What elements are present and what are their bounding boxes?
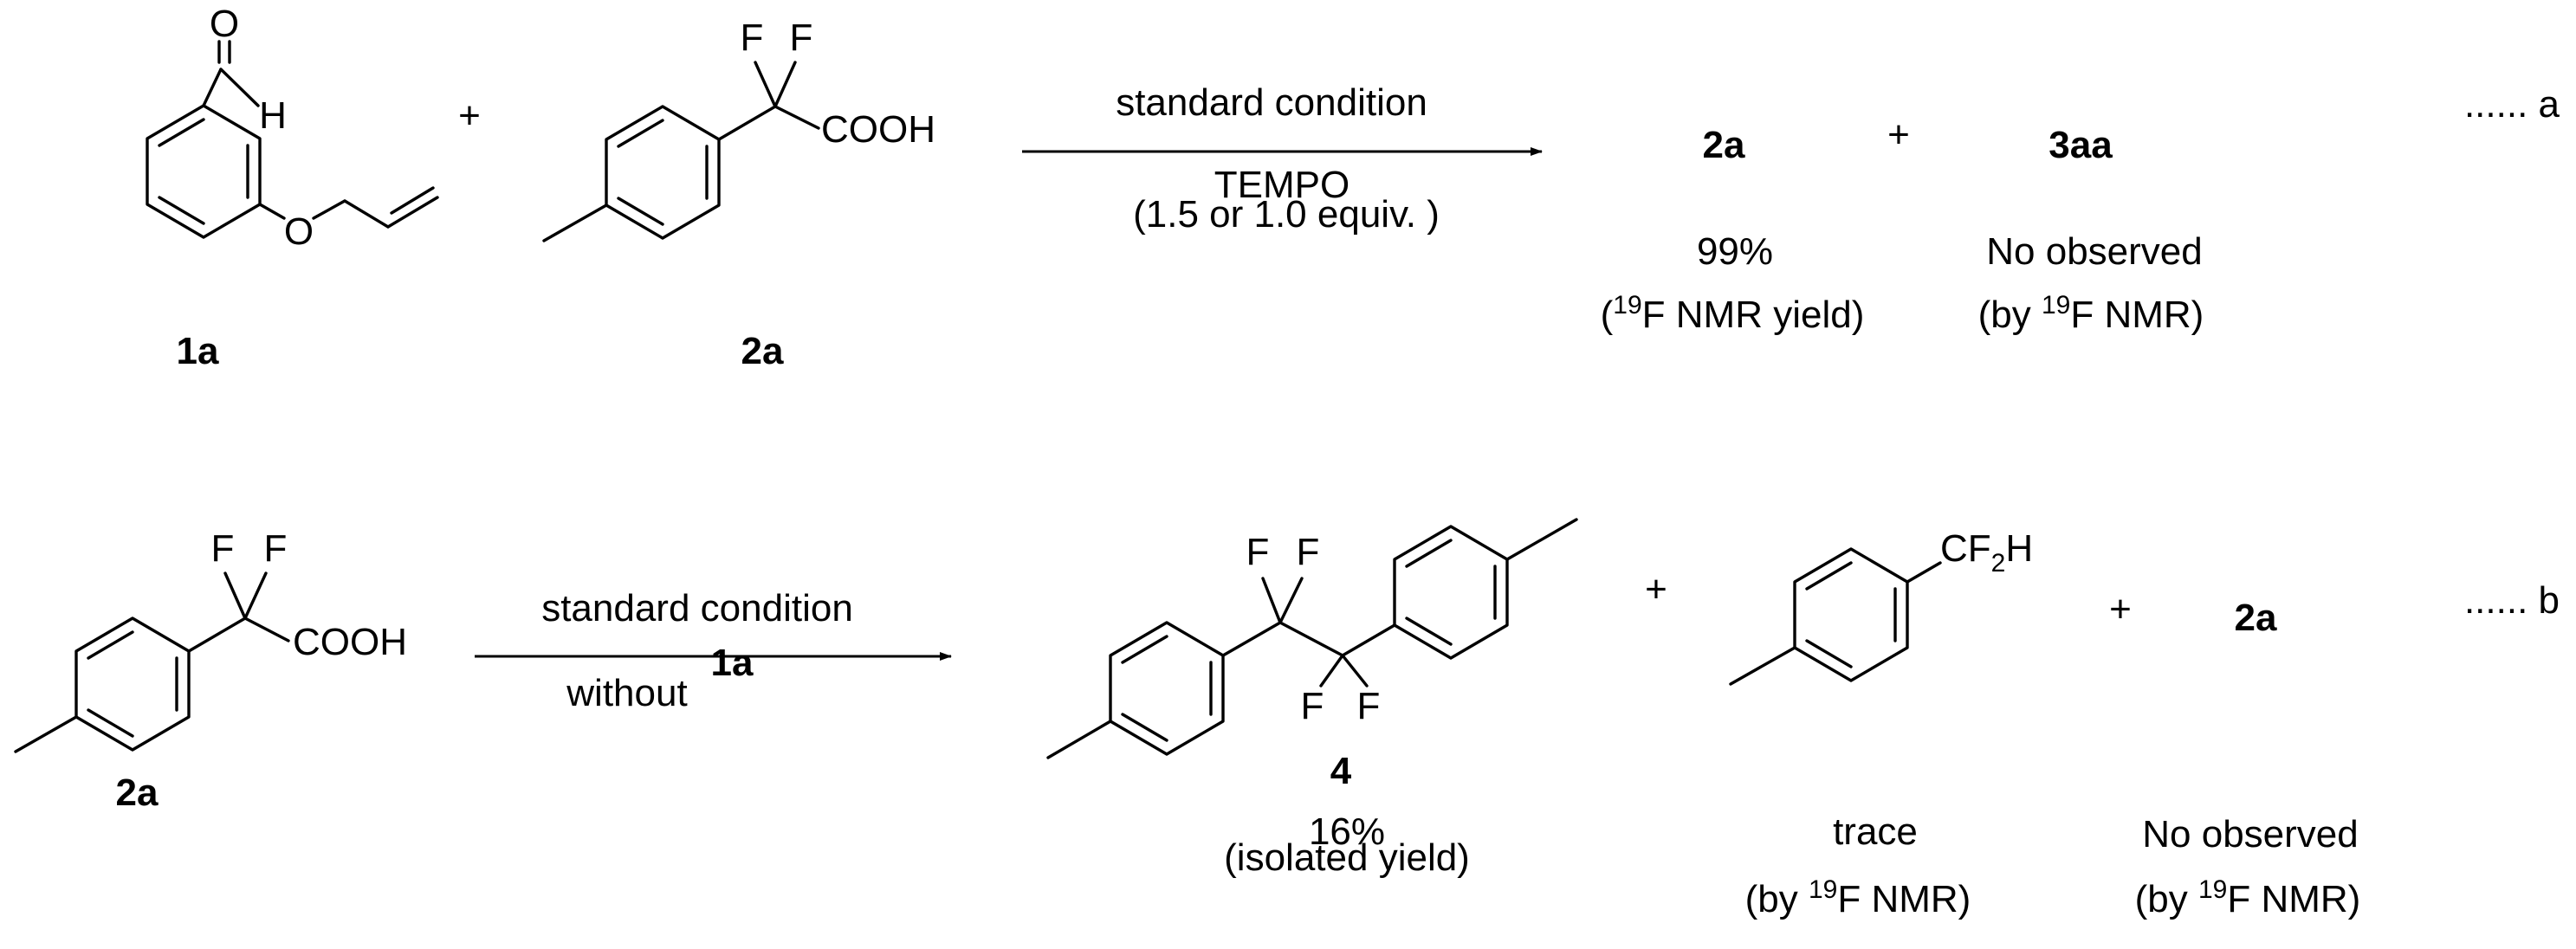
fluorine-atom: F <box>1301 685 1324 727</box>
aromatic-bond <box>1405 539 1453 568</box>
structure-2a: F F COOH 2a <box>14 527 407 814</box>
reaction-b: F F COOH 2a standard condition without 1… <box>14 518 2560 920</box>
product-label-3aa: 3aa <box>2049 124 2113 166</box>
compound-label-1a: 1a <box>177 330 219 372</box>
cf2-cf2-bond <box>1278 621 1344 657</box>
fluorine-atom: F <box>1246 531 1270 573</box>
benzene-ring-1a <box>146 104 262 239</box>
benzene-ring-cf2h <box>1793 547 1909 682</box>
yield-note-4: (isolated yield) <box>1224 836 1470 879</box>
methyl-bond <box>1505 518 1578 561</box>
reaction-a: O H O 1a + F F COOH 2a <box>146 3 2560 372</box>
aromatic-bond <box>1121 713 1168 742</box>
aromatic-bond <box>617 119 664 148</box>
product-label-2a: 2a <box>1703 124 1745 166</box>
carbonyl-oxygen: O <box>210 3 239 45</box>
carboxyl-group: COOH <box>293 621 407 663</box>
aromatic-bond <box>158 196 205 225</box>
c-f-bond <box>1278 577 1304 624</box>
c-f-bond <box>754 61 777 108</box>
compound-label-2a: 2a <box>741 330 784 372</box>
condition-equiv-a: (1.5 or 1.0 equiv. ) <box>1133 193 1440 236</box>
aldehyde-bond <box>202 68 223 107</box>
plus-sign: + <box>1887 113 1910 156</box>
benzene-ring-2a <box>605 105 721 240</box>
methyl-bond <box>542 203 608 242</box>
fluorine-atom: F <box>741 16 764 59</box>
c-f-bond <box>1319 654 1344 688</box>
methyl-bond <box>1046 720 1112 759</box>
aryl-cf2-bond <box>1221 621 1282 657</box>
fluorine-atom: F <box>1297 531 1320 573</box>
methyl-bond <box>1729 646 1796 686</box>
condition-1a-b: 1a <box>711 642 754 684</box>
yield-note-2a: (19F NMR yield) <box>1601 291 1865 336</box>
aromatic-bond <box>1121 635 1168 664</box>
result-cf2h: trace <box>1833 810 1918 853</box>
c-cooh-bond <box>773 105 820 130</box>
c-f-bond <box>773 61 797 108</box>
aromatic-bond <box>87 708 134 738</box>
structure-2a: F F COOH 2a <box>542 16 935 372</box>
plus-sign: + <box>1645 568 1667 610</box>
aromatic-bond <box>1805 639 1853 668</box>
product-label-4: 4 <box>1330 750 1352 792</box>
aryl-cf2-bond <box>187 617 247 653</box>
c-f-bond <box>1341 654 1369 688</box>
structure-1a: O H O 1a <box>146 3 439 372</box>
methyl-bond <box>14 715 78 753</box>
condition-above-a: standard condition <box>1116 81 1427 124</box>
benzene-ring-4-right <box>1393 525 1509 660</box>
result-note-3aa: (by 19F NMR) <box>1978 291 2204 336</box>
fluorine-atom: F <box>211 527 235 570</box>
result-3aa: No observed <box>1986 230 2202 273</box>
aryl-cf2-bond <box>1341 623 1396 657</box>
aromatic-bond <box>87 630 134 660</box>
aryl-cf2-bond <box>717 105 777 141</box>
benzene-ring-2a <box>74 617 191 752</box>
aryl-cf2h-bond <box>1906 561 1942 584</box>
aldehyde-hydrogen: H <box>259 94 287 137</box>
alkene-bond <box>390 186 435 215</box>
reaction-tag-a: ...... a <box>2464 83 2560 126</box>
difluoromethyl-group: CF2H <box>1940 527 2033 578</box>
yield-4: 16% <box>1309 810 1385 853</box>
product-label-2a: 2a <box>2235 597 2277 639</box>
aldehyde-h-bond <box>219 68 260 107</box>
result-note-2a: (by 19F NMR) <box>2135 875 2361 920</box>
fluorine-atom: F <box>790 16 813 59</box>
fluorine-atom: F <box>264 527 288 570</box>
fluorine-atom: F <box>1357 685 1381 727</box>
plus-sign: + <box>458 94 481 137</box>
condition-without-b: without <box>566 672 687 714</box>
aromatic-bond <box>1405 617 1453 646</box>
condition-above-b: standard condition <box>541 587 853 629</box>
yield-2a: 99% <box>1697 230 1773 273</box>
c-f-bond <box>1261 577 1282 624</box>
allyl-bond <box>312 199 346 220</box>
reaction-tag-b: ...... b <box>2464 579 2560 622</box>
c-f-bond <box>243 571 268 620</box>
compound-label-2a: 2a <box>116 771 159 814</box>
result-2a: No observed <box>2142 813 2358 855</box>
aromatic-bond <box>158 118 205 147</box>
aromatic-bond <box>1805 561 1853 591</box>
allyl-bond <box>343 199 390 229</box>
c-cooh-bond <box>243 617 290 642</box>
alkene-bond <box>386 196 439 229</box>
ether-bond <box>258 203 286 220</box>
condition-reagent-a: TEMPO <box>1214 164 1349 206</box>
aromatic-bond <box>617 197 664 226</box>
result-note-cf2h: (by 19F NMR) <box>1745 875 1971 920</box>
structure-difluoromethyltoluene: CF2H trace (by 19F NMR) <box>1729 527 2033 920</box>
structure-4: F F F F 4 16% (isolated yield) <box>1046 518 1578 879</box>
benzene-ring-4-left <box>1109 621 1225 756</box>
plus-sign: + <box>2109 588 2132 630</box>
c-f-bond <box>223 571 247 620</box>
ether-oxygen: O <box>284 210 314 253</box>
carboxyl-group: COOH <box>821 108 935 151</box>
